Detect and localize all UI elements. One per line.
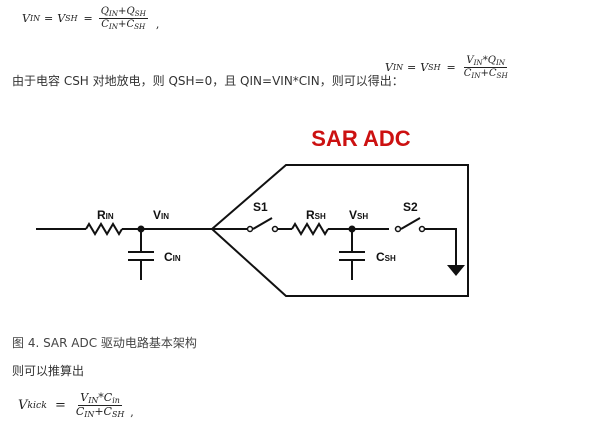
- label-s2: S2: [403, 200, 418, 214]
- s2-contact-left: [394, 225, 402, 233]
- s2-ground-wire: [424, 228, 457, 265]
- label-r-in: RIN: [97, 208, 114, 222]
- r-sh-resistor: [291, 222, 329, 236]
- r-in-resistor: [85, 222, 123, 236]
- sar-adc-outline: [211, 164, 469, 297]
- vin-junction-dot: [137, 225, 145, 233]
- ground-arrow-icon: [447, 265, 465, 276]
- paragraph-2: 则可以推算出: [12, 364, 85, 378]
- s2-contact-right: [418, 225, 426, 233]
- label-v-sh: VSH: [349, 208, 368, 222]
- label-r-sh: RSH: [306, 208, 326, 222]
- sar-adc-circuit-diagram: SAR ADC: [36, 126, 469, 297]
- diagram-title: SAR ADC: [311, 126, 411, 151]
- s1-switch-blade: [252, 217, 273, 230]
- vsh-junction-dot: [348, 225, 356, 233]
- s1-contact-right: [271, 225, 279, 233]
- paragraph-1: 由于电容 CSH 对地放电，则 QSH=0，且 QIN=VIN*CIN，则可以得…: [12, 74, 404, 88]
- label-c-in: CIN: [164, 250, 181, 264]
- s1-contact-left: [246, 225, 254, 233]
- s2-switch-blade: [400, 217, 421, 230]
- label-c-sh: CSH: [376, 250, 396, 264]
- label-v-in: VIN: [153, 208, 169, 222]
- figure-caption: 图 4. SAR ADC 驱动电路基本架构: [12, 336, 197, 350]
- label-s1: S1: [253, 200, 268, 214]
